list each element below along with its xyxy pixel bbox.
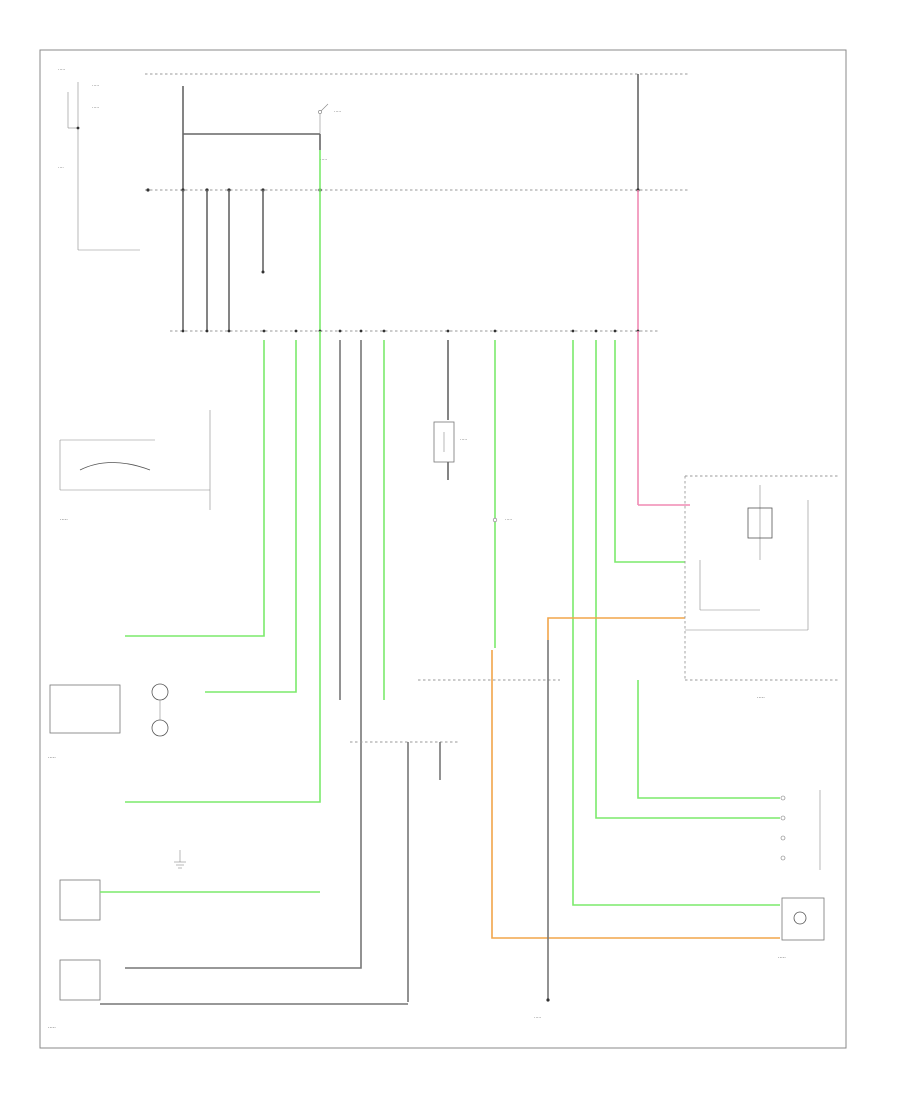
svg-text:.....: ..... [92,104,99,110]
svg-text:.....: ..... [58,66,65,72]
svg-text:.....: ..... [60,516,68,522]
green-signal-wires [125,331,385,803]
right-connector-pins [780,790,821,870]
transmission-control-switch: ..... [48,879,408,1030]
dark-wires-left [125,340,362,969]
upper-left-switch-block: ..... ..... ..... .... [58,66,140,251]
svg-text:.....: ..... [92,82,99,88]
orange-wire [491,617,780,939]
svg-text:.....: ..... [778,954,786,960]
svg-text:.....: ..... [48,1024,56,1030]
svg-text:.....: ..... [534,1014,541,1020]
combination-meter: ..... [684,475,840,700]
svg-text:.....: ..... [757,694,765,700]
light-control-switch: ..... [48,683,169,760]
svg-text:.....: ..... [505,516,512,522]
stop-light-switch: ..... [433,340,467,480]
svg-text:....: .... [58,164,64,170]
ground-point [174,850,186,869]
svg-text:.....: ..... [320,156,327,162]
left-switch-assembly: ..... [59,410,211,522]
bus-link-wires [182,150,639,331]
buzzer: ..... [778,897,825,960]
center-connector-wire: ..... [492,340,512,648]
svg-text:.....: ..... [460,436,467,442]
svg-text:.....: ..... [48,754,56,760]
lower-bus-pins [181,329,640,333]
right-green-wires [572,331,780,906]
relay: ..... ..... [318,103,341,162]
center-connector: ..... [350,640,560,1020]
diagram-frame [39,49,847,1049]
svg-text:.....: ..... [334,108,341,114]
supply-wires [182,74,639,190]
